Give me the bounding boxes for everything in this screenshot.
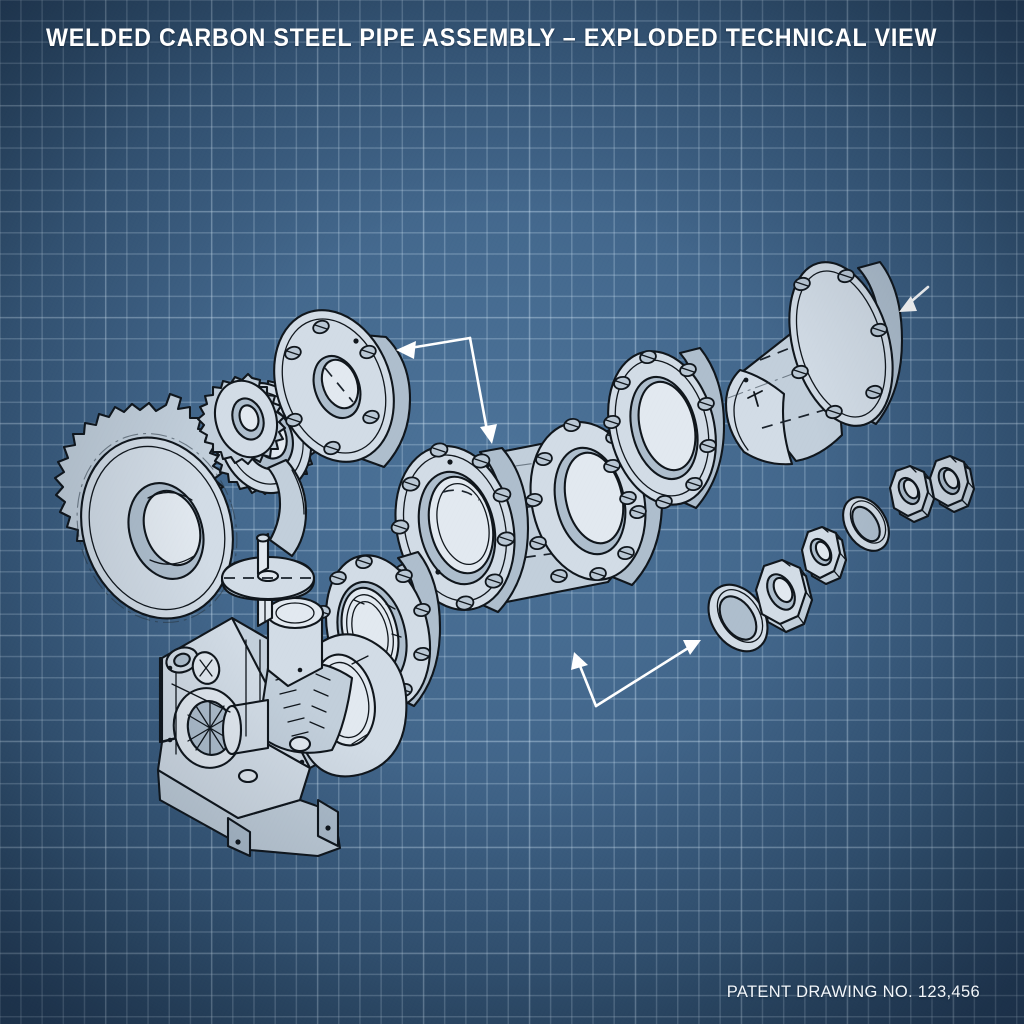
- part-hex-nut-c: [888, 464, 936, 524]
- leader-blind-flange: [396, 336, 497, 444]
- page-title: WELDED CARBON STEEL PIPE ASSEMBLY – EXPL…: [46, 24, 938, 52]
- part-companion-flange: [603, 346, 726, 510]
- part-blind-flange-disc: [273, 309, 412, 469]
- part-pipe-spool-body: [390, 417, 664, 614]
- part-gearbox-actuator: [156, 532, 408, 858]
- spool-flange-near: [390, 442, 530, 614]
- part-hex-nut-a: [754, 558, 814, 634]
- part-gasket-ring-b: [842, 496, 890, 552]
- part-gear-shaft-collar: [266, 458, 308, 558]
- part-weld-neck-flange: [724, 260, 904, 466]
- part-hex-nut-d: [928, 454, 976, 514]
- part-spur-gear-large: [53, 392, 238, 623]
- leader-weld-neck: [899, 285, 930, 312]
- part-hex-nut-b: [800, 525, 848, 586]
- leader-fasteners: [571, 640, 701, 708]
- spool-flange-far: [525, 417, 664, 587]
- part-spur-gear-small: [196, 372, 287, 466]
- patent-drawing-number: PATENT DRAWING NO. 123,456: [726, 983, 980, 1001]
